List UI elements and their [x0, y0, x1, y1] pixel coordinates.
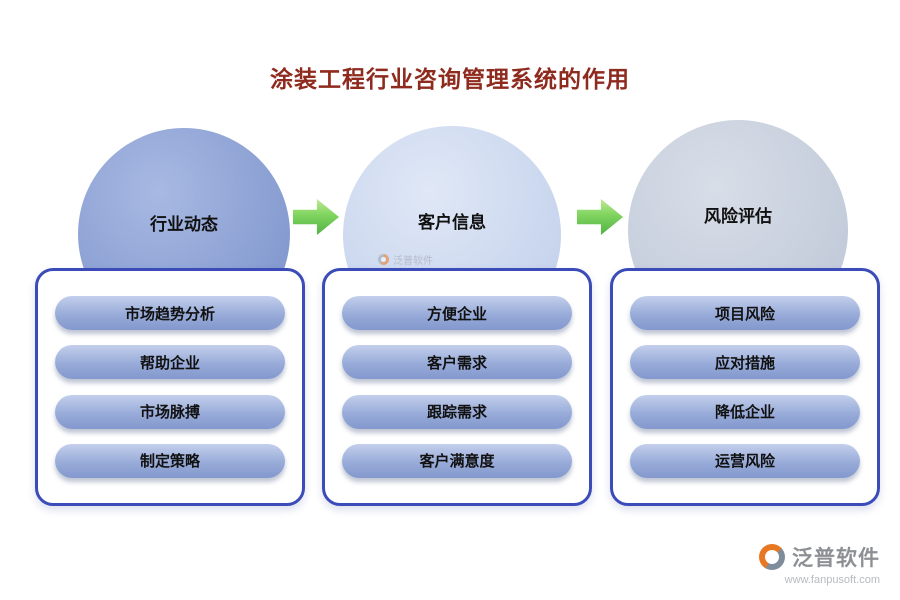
- circle-label: 风险评估: [704, 207, 772, 226]
- list-item: 降低企业: [630, 394, 860, 429]
- circle-label: 行业动态: [150, 215, 218, 234]
- list-item: 制定策略: [55, 443, 285, 478]
- list-item: 应对措施: [630, 345, 860, 380]
- arrow-right-icon: [577, 199, 623, 235]
- list-item: 运营风险: [630, 443, 860, 478]
- brand-logo-icon: [759, 544, 785, 570]
- panel-customer: 方便企业 客户需求 跟踪需求 客户满意度: [322, 268, 592, 506]
- panel-industry: 市场趋势分析 帮助企业 市场脉搏 制定策略: [35, 268, 305, 506]
- arrow-right-icon: [293, 199, 339, 235]
- list-item: 客户满意度: [342, 443, 572, 478]
- list-item: 项目风险: [630, 296, 860, 331]
- brand-name: 泛普软件: [792, 547, 880, 570]
- list-item: 客户需求: [342, 345, 572, 380]
- list-item: 方便企业: [342, 296, 572, 331]
- list-item: 市场趋势分析: [55, 296, 285, 331]
- list-item: 跟踪需求: [342, 394, 572, 429]
- watermark-text: 泛普软件: [393, 256, 433, 267]
- watermark: 泛普软件: [378, 252, 433, 267]
- circle-label: 客户信息: [418, 213, 486, 232]
- panel-risk: 项目风险 应对措施 降低企业 运营风险: [610, 268, 880, 506]
- list-item: 市场脉搏: [55, 394, 285, 429]
- brand-logo-icon: [378, 254, 389, 265]
- page-title: 涂装工程行业咨询管理系统的作用: [270, 66, 630, 92]
- footer-brand: 泛普软件 www.fanpusoft.com: [759, 542, 880, 586]
- list-item: 帮助企业: [55, 345, 285, 380]
- brand-url: www.fanpusoft.com: [784, 574, 880, 586]
